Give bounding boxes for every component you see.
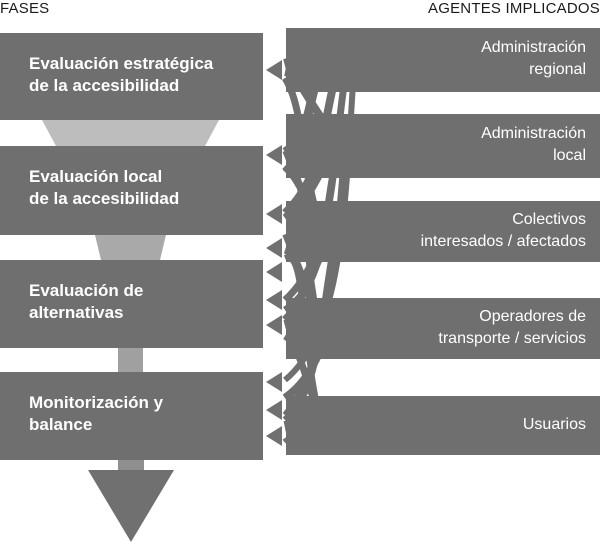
- funnel-3: [118, 348, 143, 372]
- agents-header: AGENTES IMPLICADOS: [428, 0, 600, 17]
- agent-label: Administración regional: [481, 37, 586, 81]
- agent-line-1: Administración: [481, 39, 586, 56]
- phases-header: FASES: [0, 0, 50, 17]
- agent-line-2: local: [553, 147, 586, 164]
- agent-box-users: Usuarios: [286, 396, 600, 455]
- phase-box-strategic: Evaluación estratégica de la accesibilid…: [0, 33, 263, 120]
- arrow-heads: [266, 60, 282, 446]
- phase-label: Monitorización y balance: [29, 392, 163, 436]
- agent-box-local-administration: Administración local: [286, 114, 600, 178]
- agent-box-operators: Operadores de transporte / servicios: [286, 298, 600, 359]
- agent-line-1: Usuarios: [522, 416, 586, 433]
- phase-line-1: Evaluación local: [29, 167, 163, 186]
- agent-line-1: Colectivos: [512, 211, 586, 228]
- phase-box-local: Evaluación local de la accesibilidad: [0, 146, 263, 235]
- phase-line-1: Evaluación estratégica: [29, 54, 214, 73]
- funnel-2: [95, 235, 166, 260]
- funnel-1: [42, 120, 219, 146]
- agent-box-regional-administration: Administración regional: [286, 28, 600, 92]
- agent-line-2: regional: [529, 61, 586, 78]
- phase-line-2: de la accesibilidad: [29, 189, 180, 208]
- phase-box-alternatives: Evaluación de alternativas: [0, 260, 263, 348]
- agent-line-1: Administración: [481, 125, 586, 142]
- phase-label: Evaluación estratégica de la accesibilid…: [29, 53, 213, 97]
- agent-label: Administración local: [481, 123, 586, 167]
- agent-label: Colectivos interesados / afectados: [421, 209, 586, 253]
- phase-line-2: de la accesibilidad: [29, 76, 180, 95]
- down-arrow: [88, 460, 174, 542]
- agent-label: Usuarios: [523, 414, 586, 436]
- phase-line-2: balance: [29, 415, 93, 434]
- phase-box-monitoring: Monitorización y balance: [0, 372, 263, 460]
- agent-line-2: transporte / servicios: [438, 330, 586, 347]
- agent-label: Operadores de transporte / servicios: [438, 306, 586, 350]
- phase-line-2: alternativas: [29, 303, 124, 322]
- agent-line-1: Operadores de: [479, 308, 586, 325]
- agent-box-stakeholder-groups: Colectivos interesados / afectados: [286, 201, 600, 262]
- phase-label: Evaluación local de la accesibilidad: [29, 166, 179, 210]
- agent-line-2: interesados / afectados: [420, 233, 586, 250]
- phase-line-1: Evaluación de: [29, 281, 144, 300]
- phase-label: Evaluación de alternativas: [29, 280, 143, 324]
- phase-line-1: Monitorización y: [29, 393, 164, 412]
